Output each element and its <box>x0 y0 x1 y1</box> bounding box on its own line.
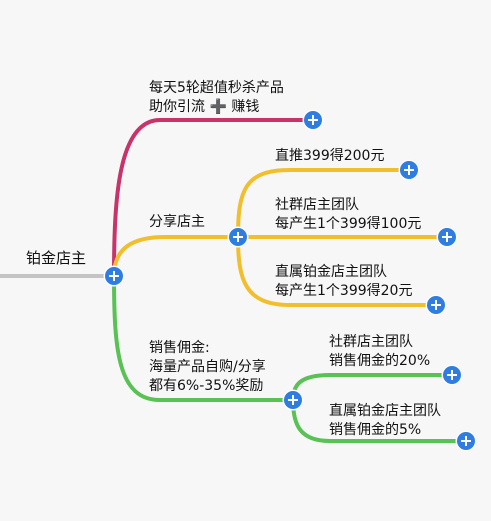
branch-1-line-2: 助你引流 ➕ 赚钱 <box>149 99 260 115</box>
branch-2-child-1-expand-button[interactable] <box>400 161 418 179</box>
branch-3-expand-button[interactable] <box>284 391 302 409</box>
root-expand-button[interactable] <box>105 267 123 285</box>
branch-2-child-1-label: 直推399得200元 <box>275 147 384 166</box>
branch-1-expand-button[interactable] <box>304 111 322 129</box>
branch-2-child-3-label: 直属铂金店主团队 每产生1个399得20元 <box>275 263 412 301</box>
branch-3-child-1-line-2: 销售佣金的20% <box>329 353 431 369</box>
branch-2-label: 分享店主 <box>149 213 205 232</box>
branch-2-child-3-connector <box>236 236 436 307</box>
branch-2-child-1-line-1: 直推399得200元 <box>275 148 385 164</box>
branch-2-child-1-connector <box>236 168 409 238</box>
branch-3-child-2-line-1: 直属铂金店主团队 <box>329 403 441 419</box>
branch-3-line-3: 都有6%-35%奖励 <box>149 378 264 394</box>
branch-1-connector <box>112 118 313 277</box>
branch-3-label: 销售佣金: 海量产品自购/分享 都有6%-35%奖励 <box>149 339 266 396</box>
branch-2-child-3-line-2: 每产生1个399得20元 <box>275 283 413 299</box>
branch-3-child-2-label: 直属铂金店主团队 销售佣金的5% <box>329 402 441 440</box>
root-node-label: 铂金店主 <box>26 249 87 267</box>
branch-3-child-1-connector <box>291 373 452 401</box>
branch-3-line-2: 海量产品自购/分享 <box>149 359 266 375</box>
branch-2-child-2-line-1: 社群店主团队 <box>275 197 359 213</box>
branch-2-child-2-line-2: 每产生1个399得100元 <box>275 216 422 232</box>
branch-3-line-1: 销售佣金: <box>149 340 210 356</box>
branch-2-child-3-line-1: 直属铂金店主团队 <box>275 264 387 280</box>
branch-3-child-1-line-1: 社群店主团队 <box>329 334 413 350</box>
branch-3-child-1-label: 社群店主团队 销售佣金的20% <box>329 333 430 371</box>
branch-3-child-2-expand-button[interactable] <box>457 432 475 450</box>
branch-3-child-2-line-2: 销售佣金的5% <box>329 422 422 438</box>
branch-2-line-1: 分享店主 <box>149 214 205 230</box>
branch-2-child-2-label: 社群店主团队 每产生1个399得100元 <box>275 196 421 234</box>
branch-2-connector <box>112 235 238 277</box>
branch-2-expand-button[interactable] <box>229 228 247 246</box>
branch-2-child-3-expand-button[interactable] <box>427 296 445 314</box>
branch-2-child-2-expand-button[interactable] <box>438 228 456 246</box>
branch-3-connector <box>112 275 293 402</box>
branch-3-child-1-expand-button[interactable] <box>443 366 461 384</box>
branch-1-label: 每天5轮超值秒杀产品 助你引流 ➕ 赚钱 <box>149 79 284 117</box>
branch-1-line-1: 每天5轮超值秒杀产品 <box>149 80 284 96</box>
